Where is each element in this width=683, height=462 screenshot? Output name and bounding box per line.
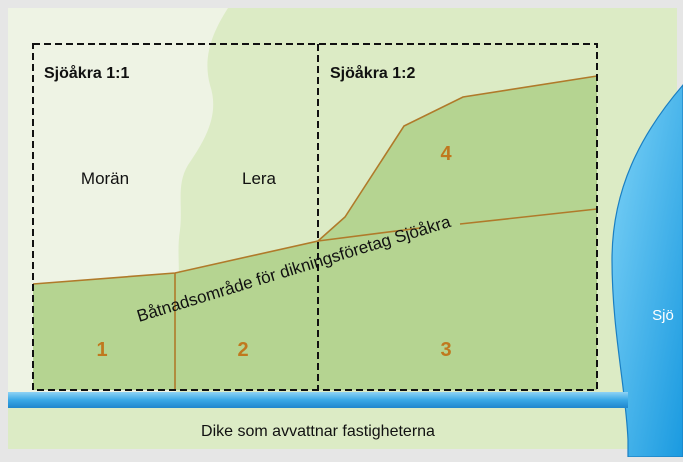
soil-label-moraine: Morän	[81, 169, 129, 188]
parcel-number-1: 1	[96, 339, 107, 361]
property-title-right: Sjöåkra 1:2	[330, 64, 415, 82]
property-outline	[32, 43, 598, 391]
property-boundaries	[32, 43, 598, 391]
parcel-boundaries	[32, 75, 598, 390]
soil-label-clay: Lera	[242, 169, 277, 188]
parcel-divider-3-4-right	[459, 208, 598, 225]
parcel-number-3: 3	[440, 339, 451, 361]
ditch-caption: Dike som avvattnar fastigheterna	[201, 423, 435, 440]
parcel-number-2: 2	[237, 339, 248, 361]
parcel-divider-3-4-left	[317, 227, 421, 242]
property-title-left: Sjöåkra 1:1	[44, 64, 129, 82]
ditch	[8, 392, 628, 408]
lake	[611, 84, 683, 458]
lake-label: Sjö	[652, 307, 674, 324]
benefit-area	[33, 76, 597, 390]
parcel-number-4: 4	[440, 143, 452, 165]
